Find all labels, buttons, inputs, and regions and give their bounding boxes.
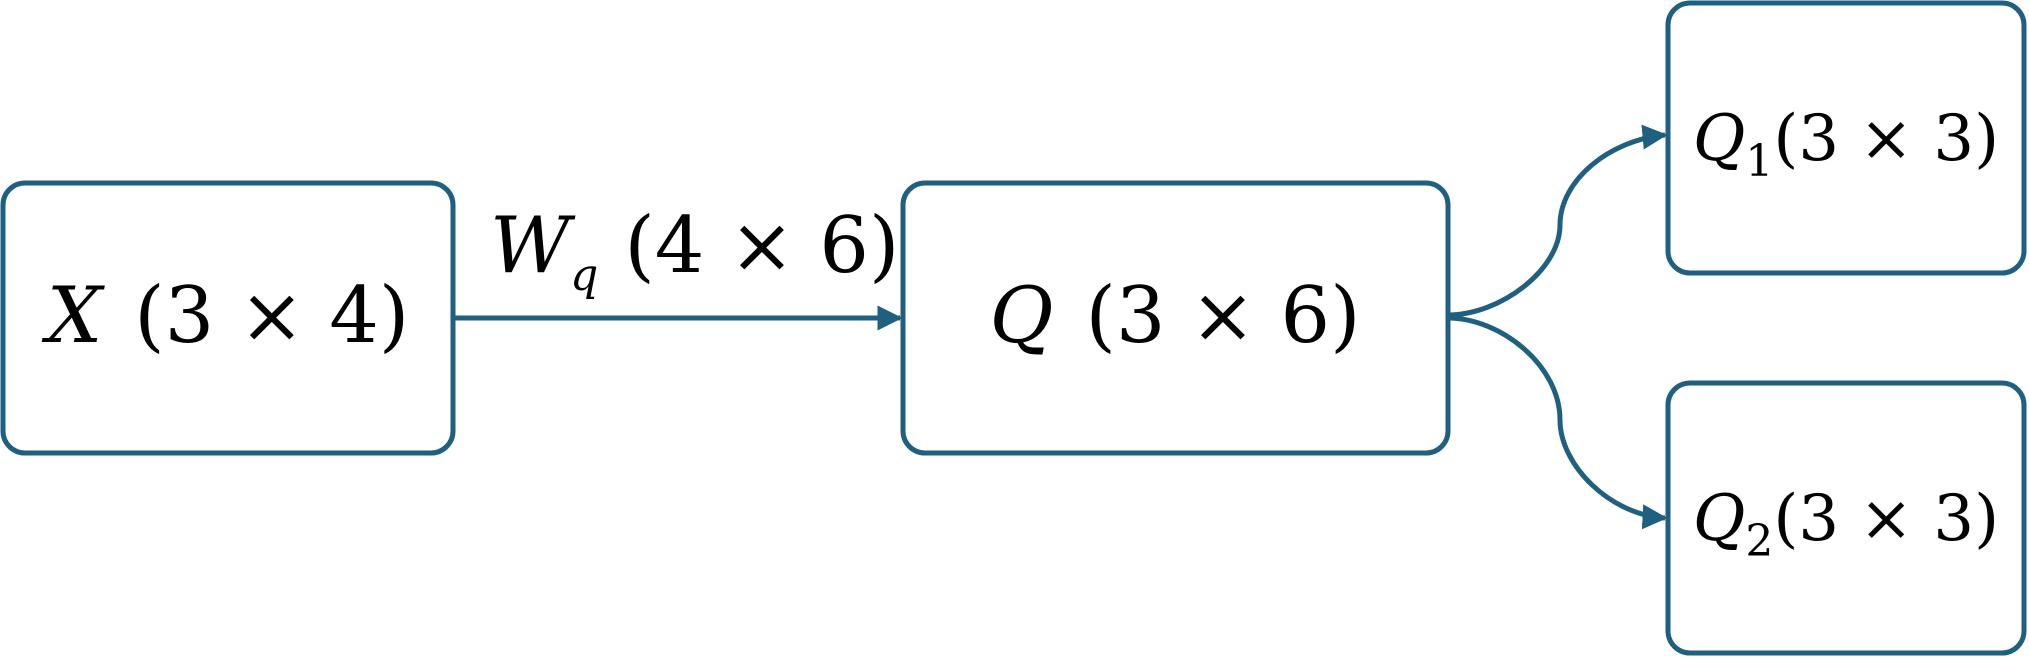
node-q-box: [900, 180, 1451, 456]
node-q2: Q2(3 × 3): [1665, 380, 2027, 656]
node-q2-symbol: Q: [1693, 482, 1745, 556]
node-q1-label: Q1(3 × 3): [1693, 102, 1999, 187]
arrow-q-to-q1: [1447, 124, 1668, 318]
node-q2-dims: (3 × 3): [1773, 482, 1999, 556]
node-q-dims: (3 × 6): [1085, 271, 1360, 361]
node-q1-symbol: Q: [1693, 102, 1745, 176]
node-q1: Q1(3 × 3): [1665, 0, 2027, 276]
node-q2-label: Q2(3 × 3): [1693, 482, 1999, 567]
node-q2-subscript: 2: [1745, 516, 1773, 567]
node-q1-box: [1665, 0, 2027, 276]
arrow-q-to-q2: [1447, 315, 1668, 530]
node-x-symbol: X: [41, 271, 106, 361]
node-q: Q (3 × 6): [900, 180, 1451, 456]
edge-weight-symbol: W: [490, 201, 576, 291]
node-q1-subscript: 1: [1745, 136, 1773, 187]
node-q1-dims: (3 × 3): [1773, 102, 1999, 176]
edge-x-to-q-label: Wq (4 × 6): [490, 201, 899, 301]
node-q2-box: [1665, 380, 2027, 656]
edge-weight-dims: (4 × 6): [624, 201, 899, 291]
edge-weight-subscript: q: [570, 250, 598, 301]
node-x-dims: (3 × 4): [134, 271, 409, 361]
node-x-box: [0, 180, 456, 456]
node-q-label: Q (3 × 6): [989, 271, 1360, 361]
node-x-label: X (3 × 4): [41, 271, 410, 361]
node-x: X (3 × 4): [0, 180, 456, 456]
node-q-symbol: Q: [989, 271, 1053, 361]
